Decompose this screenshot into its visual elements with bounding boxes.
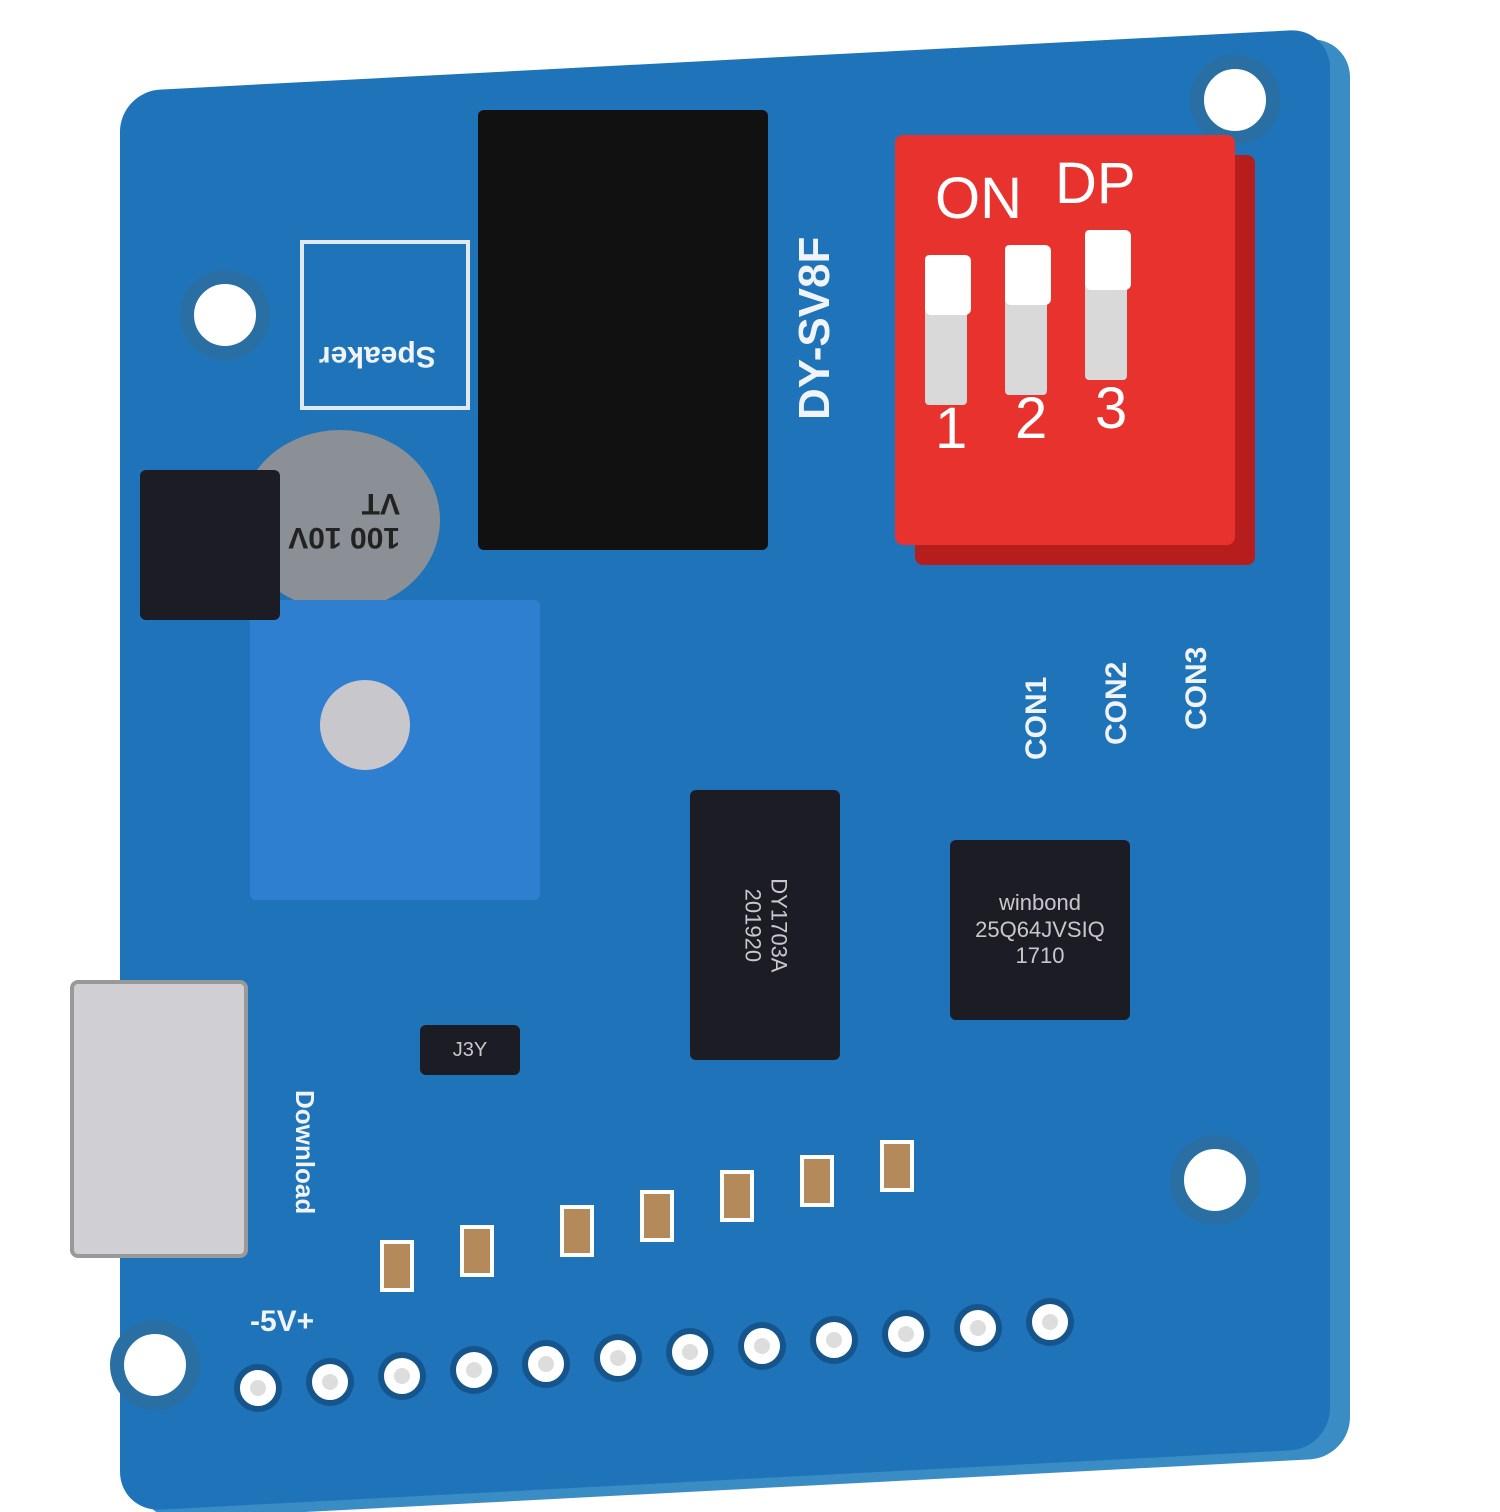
dip-pos-1: 1 [935,396,968,461]
header-pin-row [240,1230,1140,1430]
speaker-terminal: Speaker [300,240,470,410]
smd-component [640,1190,674,1242]
dip-lever-2 [1005,245,1051,395]
smd-component [560,1205,594,1257]
mounting-hole [180,270,270,360]
dip-on-label: ON [935,166,1022,231]
dip-pos-3: 3 [1095,376,1128,441]
board-name-label: DY-SV8F [790,236,839,420]
mounting-hole [110,1320,200,1410]
mounting-hole [1170,1135,1260,1225]
speaker-label: Speaker [319,340,436,373]
potentiometer-knob [320,680,410,770]
mounting-hole [1190,55,1280,145]
main-ic-label: DY1703A 201920 [740,877,792,973]
con2-label: CON2 [1100,661,1133,745]
transistor: J3Y [420,1025,520,1075]
dip-switch: ON DP 1 2 3 [895,135,1235,545]
capacitor-label: 100 10V VT [288,487,400,554]
con1-label: CON1 [1020,676,1053,760]
smd-component [800,1155,834,1207]
power-label: -5V+ [250,1305,315,1338]
download-label: Download [290,1090,320,1215]
dip-lever-3 [1085,230,1131,380]
smd-component [880,1140,914,1192]
smd-component [380,1240,414,1292]
flash-ic-label: winbond 25Q64JVSIQ 1710 [975,890,1105,969]
smd-component [720,1170,754,1222]
transistor-label: J3Y [452,1039,488,1061]
dip-dp-label: DP [1055,151,1136,216]
smd-component [460,1225,494,1277]
flash-ic: winbond 25Q64JVSIQ 1710 [950,840,1130,1020]
dip-lever-1 [925,255,971,405]
micro-usb-port [70,980,248,1258]
main-ic: DY1703A 201920 [690,790,840,1060]
con3-label: CON3 [1180,646,1213,730]
potentiometer [250,600,540,900]
amplifier-ic [140,470,280,620]
audio-jack [478,110,768,550]
dip-pos-2: 2 [1015,386,1048,451]
